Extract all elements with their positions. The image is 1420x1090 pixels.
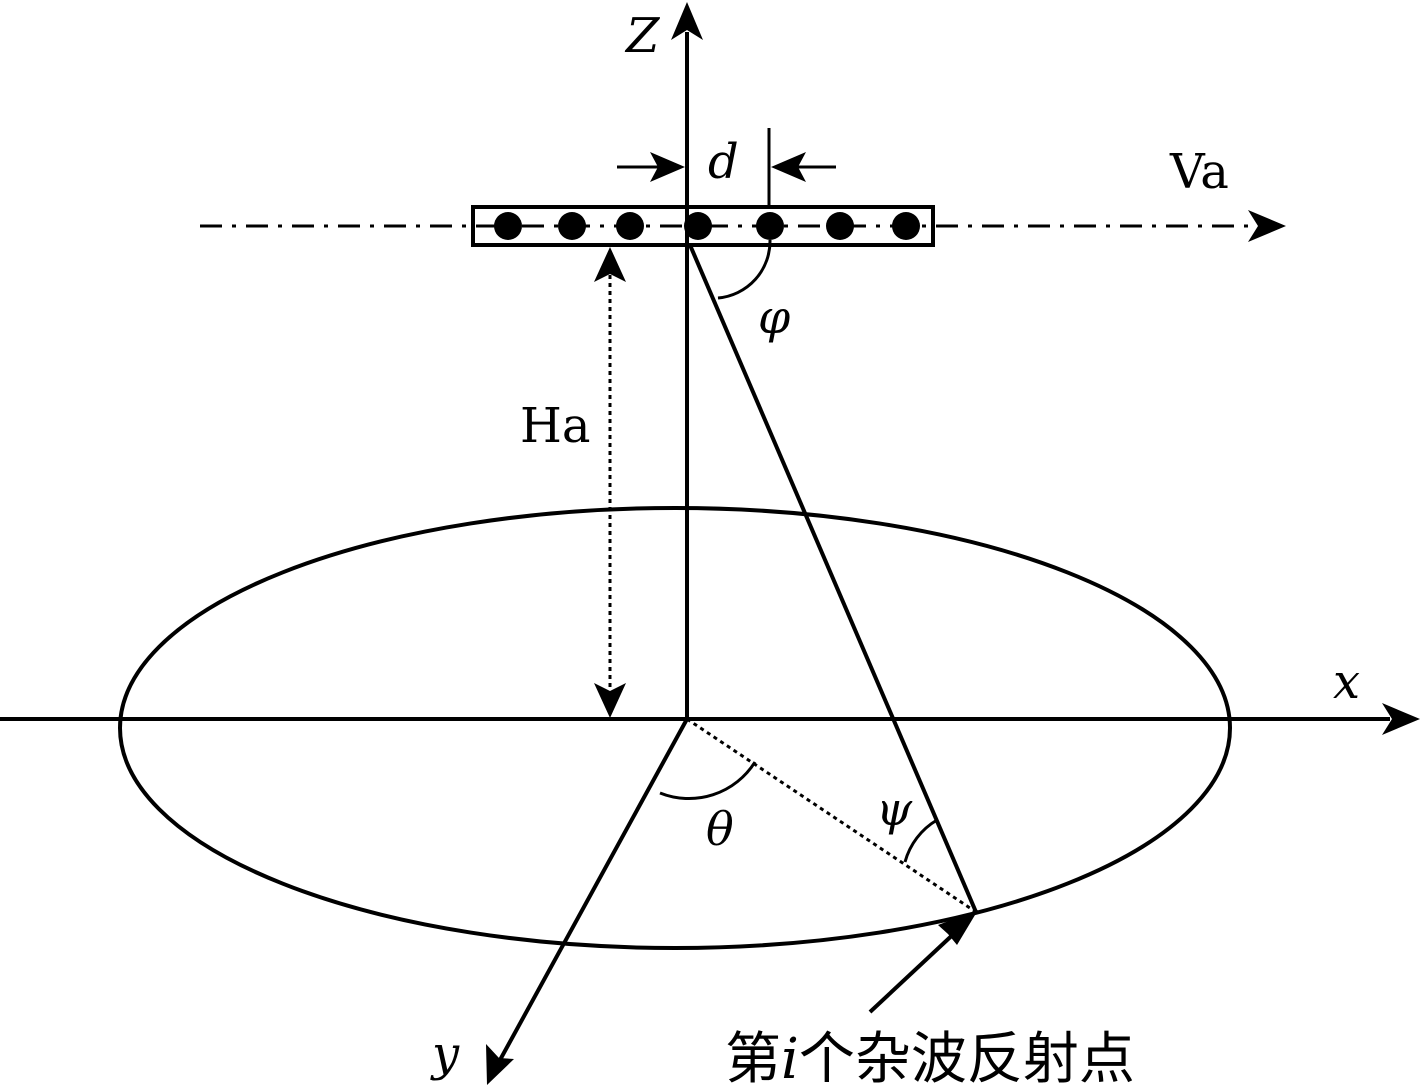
psi-label: ψ <box>876 782 913 836</box>
antenna-element <box>892 212 920 240</box>
spacing-arrow-left-head <box>650 152 685 182</box>
phi-label: φ <box>758 290 791 344</box>
velocity-arrowhead <box>1248 210 1286 242</box>
antenna-element <box>494 212 522 240</box>
x-axis-arrowhead <box>1382 703 1420 735</box>
spacing-label: d <box>708 134 739 190</box>
antenna-element <box>826 212 854 240</box>
clutter-label-prefix: 第 <box>725 1027 781 1090</box>
y-axis-label: y <box>430 1026 460 1082</box>
theta-angle-arc <box>659 761 757 801</box>
antenna-element <box>684 212 712 240</box>
x-axis-label: x <box>1333 654 1360 710</box>
clutter-pointer-shaft <box>868 926 962 1014</box>
antenna-elements <box>494 212 920 240</box>
height-arrow-top <box>594 247 626 282</box>
spacing-arrow-right-head <box>771 152 806 182</box>
height-arrow-bottom <box>594 683 626 718</box>
height-label: Ha <box>520 398 590 454</box>
antenna-array-box <box>471 205 935 247</box>
z-axis-label: Z <box>624 8 661 64</box>
ground-ellipse <box>118 506 1232 950</box>
y-axis-arrowhead <box>486 1044 514 1085</box>
slant-range-line <box>688 244 978 913</box>
y-axis-line <box>498 718 689 1061</box>
theta-label: θ <box>706 802 734 856</box>
psi-angle-arc <box>903 818 938 863</box>
antenna-element <box>616 212 644 240</box>
antenna-element <box>756 212 784 240</box>
clutter-pointer-head <box>938 910 978 945</box>
velocity-label: Va <box>1169 144 1229 200</box>
clutter-label-suffix: 个杂波反射点 <box>799 1027 1135 1090</box>
clutter-point-label: 第i个杂波反射点 <box>725 1027 1135 1090</box>
ground-projection-line <box>686 717 977 914</box>
z-axis-arrowhead <box>671 2 703 40</box>
antenna-element <box>558 212 586 240</box>
phi-angle-arc <box>717 239 772 300</box>
clutter-label-index: i <box>781 1027 799 1090</box>
